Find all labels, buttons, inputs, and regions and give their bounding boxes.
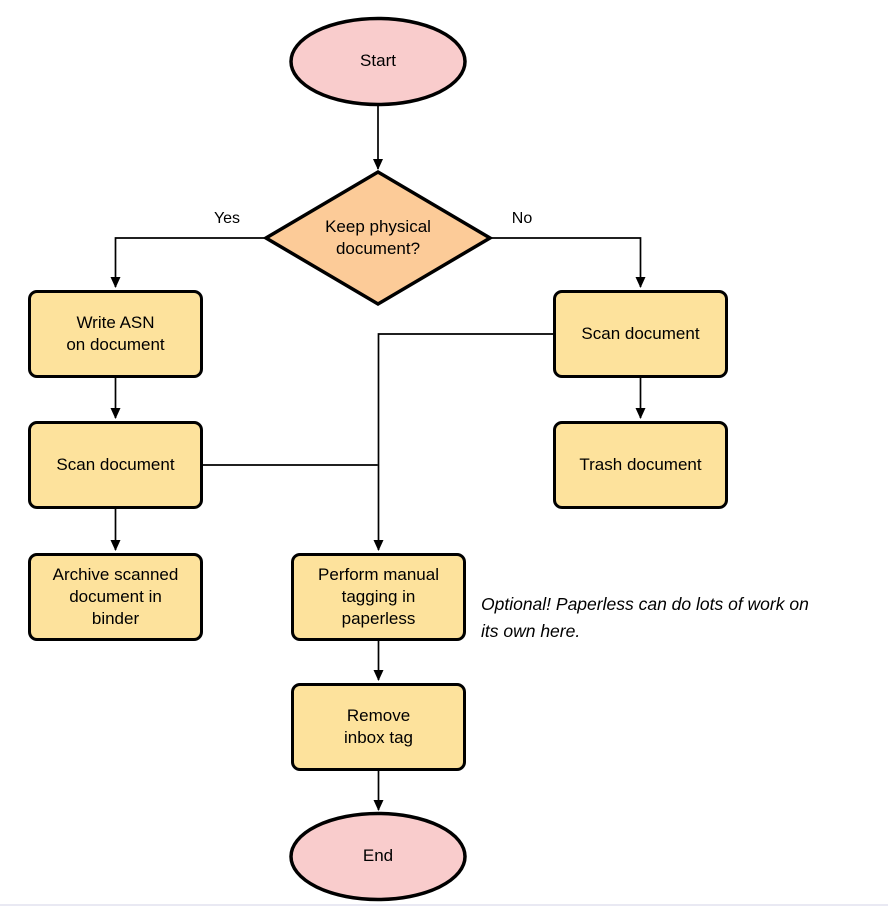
edge-label-no: No [511, 210, 533, 227]
node-manual-tagging: Perform manual tagging in paperless [291, 553, 466, 641]
node-scan-document-right: Scan document [553, 290, 728, 378]
edge-decision-no [490, 237, 646, 288]
optional-note: Optional! Paperless can do lots of work … [481, 594, 809, 641]
edge-scanright-to-tagging [373, 333, 553, 551]
node-scan-document-left: Scan document [28, 421, 203, 509]
edge-decision-yes [110, 237, 266, 288]
bottom-edge-divider [0, 904, 888, 906]
node-remove-inbox-tag: Remove inbox tag [291, 683, 466, 771]
node-trash-document: Trash document [553, 421, 728, 509]
edge-label-yes: Yes [213, 210, 241, 227]
start-terminal-shape [289, 16, 467, 107]
end-terminal-shape [289, 811, 467, 902]
decision-diamond-shape [262, 169, 494, 307]
node-archive-document: Archive scanned document in binder [28, 553, 203, 641]
node-write-asn: Write ASN on document [28, 290, 203, 378]
